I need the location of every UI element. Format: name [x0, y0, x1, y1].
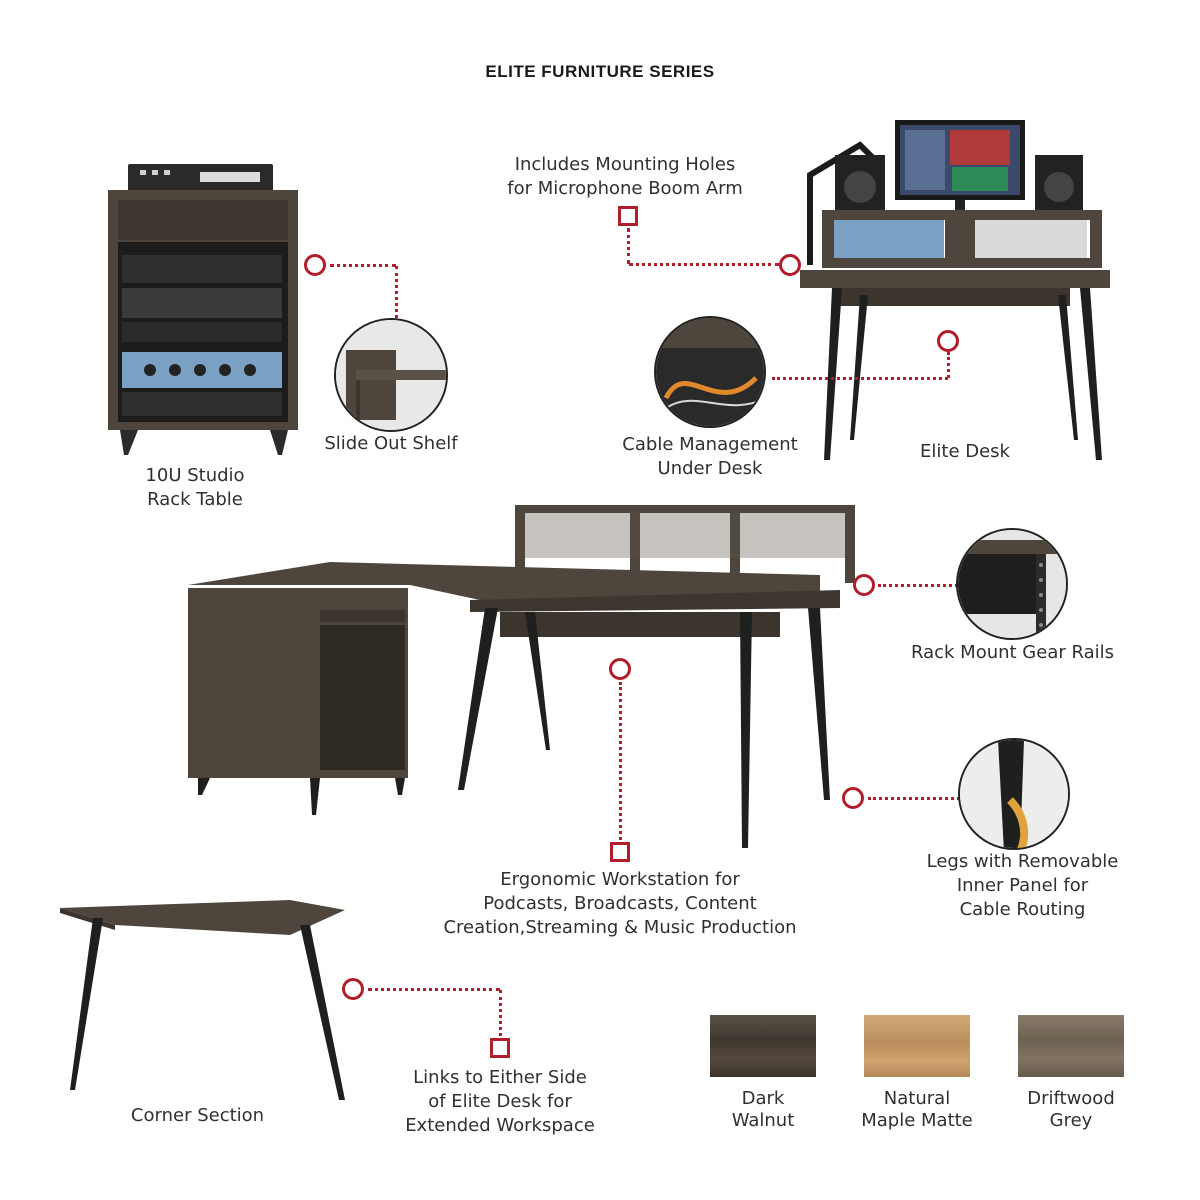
- finish-label-driftwood-grey: Driftwood Grey: [1027, 1088, 1115, 1131]
- callout-square-icon: [610, 842, 630, 862]
- callout-line: [878, 584, 958, 587]
- page-title: ELITE FURNITURE SERIES: [485, 62, 715, 81]
- callout-square-icon: [490, 1038, 510, 1058]
- rack-table-label: 10U Studio Rack Table: [145, 465, 245, 510]
- finish-swatch-natural-maple: [864, 1015, 970, 1077]
- cable-mgmt-detail: [654, 316, 766, 428]
- callout-circle-icon: [342, 978, 364, 1000]
- swatch-color: [864, 1015, 970, 1077]
- callout-line: [619, 682, 622, 840]
- callout-circle-icon: [779, 254, 801, 276]
- slide-shelf-detail: [334, 318, 448, 432]
- callout-circle-icon: [842, 787, 864, 809]
- mic-holes-label: Includes Mounting Holes for Microphone B…: [507, 154, 743, 199]
- callout-circle-icon: [853, 574, 875, 596]
- finish-swatch-driftwood-grey: [1018, 1015, 1124, 1077]
- swatch-color: [1018, 1015, 1124, 1077]
- callout-circle-icon: [937, 330, 959, 352]
- corner-section-label: Corner Section: [130, 1105, 265, 1126]
- ergonomic-label: Ergonomic Workstation for Podcasts, Broa…: [443, 869, 797, 938]
- callout-line: [368, 988, 500, 991]
- finish-label-natural-maple: Natural Maple Matte: [861, 1088, 973, 1131]
- l-desk-image: [188, 505, 855, 848]
- finish-swatch-dark-walnut: [710, 1015, 816, 1077]
- swatch-color: [710, 1015, 816, 1077]
- callout-line: [627, 228, 630, 264]
- slide-shelf-label: Slide Out Shelf: [324, 433, 458, 454]
- finish-label-dark-walnut: Dark Walnut: [731, 1088, 795, 1131]
- callout-line: [499, 990, 502, 1036]
- callout-line: [947, 352, 950, 378]
- callout-line: [629, 263, 779, 266]
- rack-rails-detail: [956, 528, 1068, 640]
- callout-circle-icon: [609, 658, 631, 680]
- callout-square-icon: [618, 206, 638, 226]
- links-label: Links to Either Side of Elite Desk for E…: [405, 1067, 595, 1136]
- callout-line: [395, 266, 398, 318]
- rack-table-image: [108, 164, 298, 455]
- cable-mgmt-label: Cable Management Under Desk: [622, 434, 798, 479]
- rack-rails-label: Rack Mount Gear Rails: [910, 642, 1115, 663]
- legs-detail: [958, 738, 1070, 850]
- callout-circle-icon: [304, 254, 326, 276]
- legs-label: Legs with Removable Inner Panel for Cabl…: [926, 851, 1119, 920]
- callout-line: [868, 797, 960, 800]
- elite-desk-label: Elite Desk: [920, 441, 1010, 462]
- elite-desk-image: [800, 120, 1110, 460]
- callout-line: [772, 377, 948, 380]
- corner-section-image: [60, 900, 345, 1100]
- callout-line: [330, 264, 396, 267]
